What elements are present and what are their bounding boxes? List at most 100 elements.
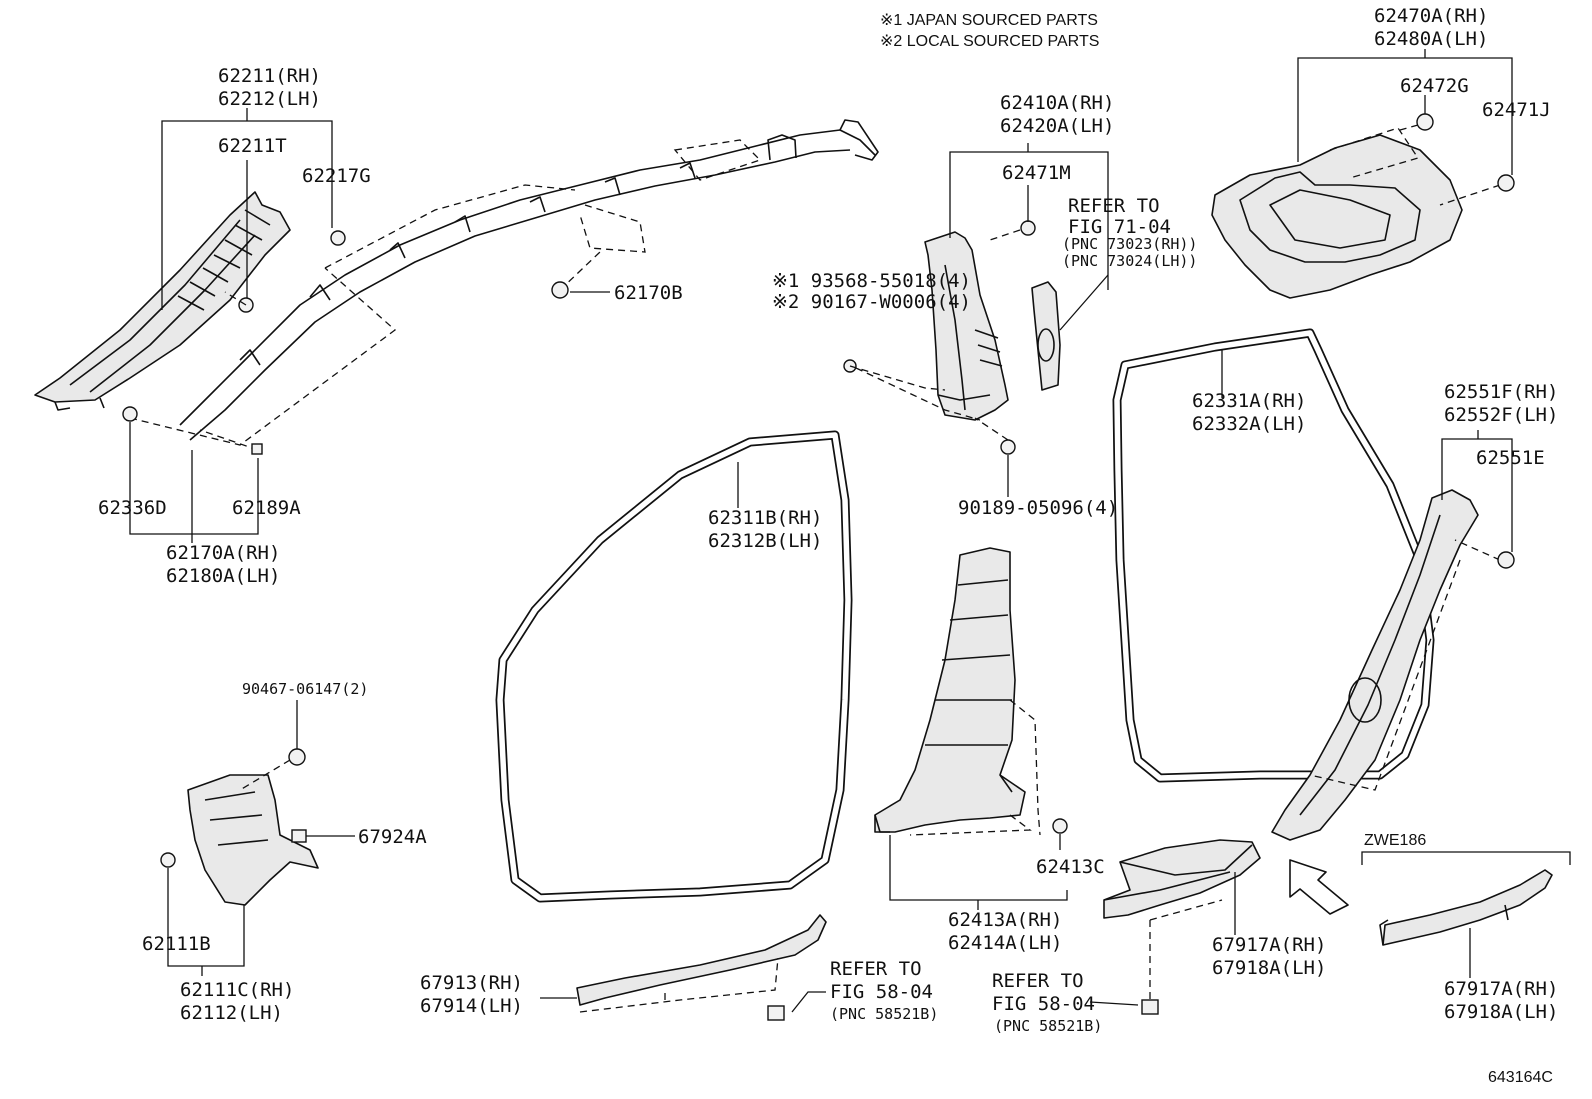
label-67918a-lh-2: 67918A(LH) [1444, 1001, 1558, 1023]
label-fig-58-04-2: FIG 58-04 [992, 993, 1095, 1015]
label-62413c: 62413C [1036, 856, 1105, 878]
label-62480a-lh: 62480A(LH) [1374, 28, 1488, 50]
label-62471m: 62471M [1002, 162, 1071, 184]
clip-67924a [291, 829, 307, 843]
label-refer-to-58-2: REFER TO [992, 970, 1084, 992]
figure-number: 643164C [1488, 1069, 1553, 1086]
rear-pillar-lower-part [1271, 489, 1479, 841]
clip-scuff-rear [1141, 999, 1159, 1015]
clip-62336d [122, 406, 138, 422]
label-62551e: 62551E [1476, 447, 1545, 469]
leader-62470a [1297, 49, 1513, 175]
leader-62111c [167, 868, 245, 976]
label-67917a-rh-2: 67917A(RH) [1444, 978, 1558, 1000]
label-62170a-rh: 62170A(RH) [166, 542, 280, 564]
label-62211-rh: 62211(RH) [218, 65, 321, 87]
dash-quarter-3 [1439, 184, 1501, 206]
leader-refer-58-1 [791, 991, 826, 1013]
label-pnc-58521b-2: (PNC 58521B) [994, 1017, 1102, 1035]
dash-62471m [989, 229, 1021, 241]
label-62420a-lh: 62420A(LH) [1000, 115, 1114, 137]
clip-62170b [551, 281, 569, 299]
label-bolt-93568: ※1 93568-55018(4) [772, 270, 971, 292]
label-62112-lh: 62112(LH) [180, 1002, 283, 1024]
label-62189a: 62189A [232, 497, 301, 519]
label-90189: 90189-05096(4) [958, 497, 1118, 519]
leader-62170a [129, 422, 259, 543]
zwe186-scuff-plate-part [1379, 869, 1553, 946]
dash-roof-box-1 [129, 267, 397, 446]
label-62551f-rh: 62551F(RH) [1444, 381, 1558, 403]
label-62552f-lh: 62552F(LH) [1444, 404, 1558, 426]
label-62331a-rh: 62331A(RH) [1192, 390, 1306, 412]
center-pillar-lower-part [874, 547, 1026, 833]
view-direction-arrow [1289, 859, 1349, 915]
label-pnc-73024: (PNC 73024(LH)) [1062, 252, 1197, 270]
label-bolt-90167: ※2 90167-W0006(4) [772, 291, 971, 313]
label-67917a-rh-1: 67917A(RH) [1212, 934, 1326, 956]
clip-62471j [1497, 174, 1515, 192]
label-62170b: 62170B [614, 282, 683, 304]
label-62332a-lh: 62332A(LH) [1192, 413, 1306, 435]
dash-scuff-rear [1149, 899, 1223, 1000]
dash-62189a [199, 429, 259, 451]
label-67924a: 67924A [358, 826, 427, 848]
clip-90189 [1000, 439, 1016, 455]
dash-roof-box-4 [673, 139, 762, 181]
dash-quarter-2 [1399, 124, 1419, 131]
clip-62217g [330, 230, 346, 246]
clip-scuff-front [767, 1005, 785, 1021]
leader-refer-71 [1059, 274, 1109, 331]
dash-62211t [224, 291, 247, 306]
label-refer-to-71: REFER TO [1068, 195, 1160, 217]
leader-refer-58-2 [1089, 1001, 1139, 1006]
label-67913-rh: 67913(RH) [420, 972, 523, 994]
label-62470a-rh: 62470A(RH) [1374, 5, 1488, 27]
zwe186-bracket [1361, 851, 1571, 865]
dash-roof-box-3 [579, 204, 646, 253]
dash-90189 [974, 417, 1009, 441]
clip-62111b [160, 852, 176, 868]
bolt-90467 [288, 748, 306, 766]
seatbelt-anchor-cover-part [1031, 281, 1061, 391]
front-door-weatherstrip-part [495, 430, 853, 903]
front-scuff-plate-part [576, 914, 827, 1006]
clip-62189a [251, 443, 263, 455]
label-62311b-rh: 62311B(RH) [708, 507, 822, 529]
label-90467: 90467-06147(2) [242, 680, 368, 698]
quarter-trim-part [1211, 134, 1463, 299]
clip-62472g [1416, 113, 1434, 131]
dash-scuff-front [579, 957, 779, 1013]
note-japan-sourced: ※1 JAPAN SOURCED PARTS [880, 12, 1098, 29]
label-62414a-lh: 62414A(LH) [948, 932, 1062, 954]
dash-62170b [559, 251, 601, 291]
leader-62211 [161, 108, 333, 310]
roof-side-trim-part [179, 119, 879, 441]
label-fig-71-04: FIG 71-04 [1068, 216, 1171, 238]
dash-62551 [1309, 539, 1501, 791]
rear-scuff-plate-part [1103, 839, 1261, 919]
label-62413a-rh: 62413A(RH) [948, 909, 1062, 931]
label-62472g: 62472G [1400, 75, 1469, 97]
dash-90467 [239, 759, 291, 791]
leader-62410a [949, 143, 1109, 290]
leader-62413a [889, 835, 1068, 910]
cowl-side-trim-part [187, 774, 319, 906]
label-pnc-73023: (PNC 73023(RH)) [1062, 235, 1197, 253]
label-62471j: 62471J [1482, 99, 1551, 121]
leader-62551f [1441, 430, 1513, 552]
clip-62551e [1497, 551, 1515, 569]
label-62336d: 62336D [98, 497, 167, 519]
clip-62413c [1052, 818, 1068, 834]
label-fig-58-04-1: FIG 58-04 [830, 981, 933, 1003]
label-62211t: 62211T [218, 135, 287, 157]
label-zwe186: ZWE186 [1364, 832, 1426, 849]
label-62180a-lh: 62180A(LH) [166, 565, 280, 587]
note-local-sourced: ※2 LOCAL SOURCED PARTS [880, 33, 1099, 50]
dash-bolt [849, 365, 981, 421]
label-62212-lh: 62212(LH) [218, 88, 321, 110]
dash-quarter-1 [1329, 127, 1420, 179]
dash-center-lower [909, 699, 1041, 836]
center-pillar-upper-part [924, 231, 1009, 421]
